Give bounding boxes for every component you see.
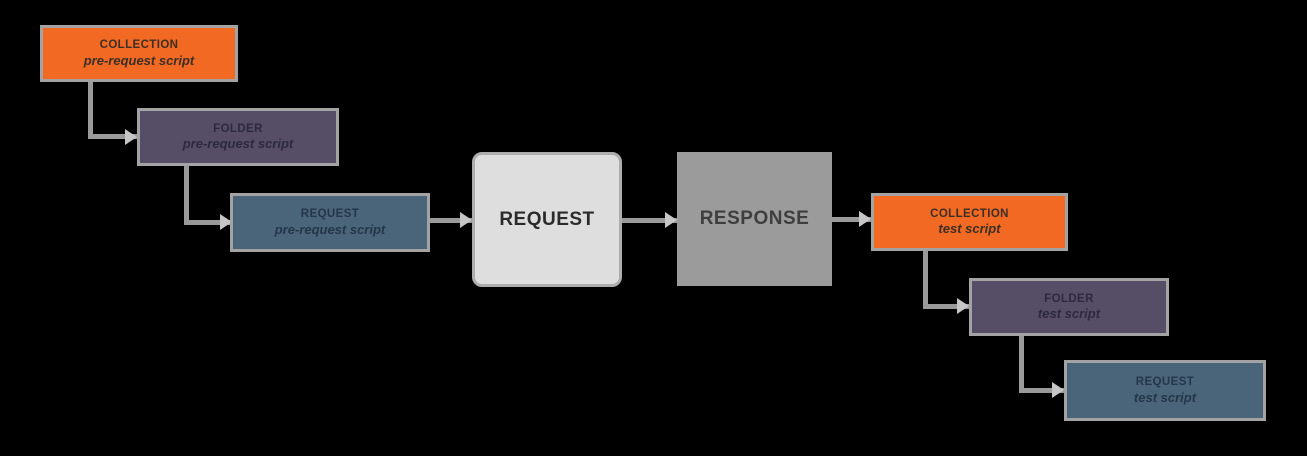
node-subtitle: pre-request script xyxy=(274,221,386,237)
node-subtitle: pre-request script xyxy=(83,52,195,68)
node-label: REQUEST xyxy=(499,208,595,230)
connector-collection-test-to-folder-test-horizontal xyxy=(923,304,969,309)
node-title: FOLDER xyxy=(213,122,263,135)
connector-folder-pre-to-request-pre-vertical xyxy=(184,166,189,225)
node-title: COLLECTION xyxy=(930,207,1009,220)
node-collection-pre-request-script: COLLECTION pre-request script xyxy=(40,25,238,82)
node-title: REQUEST xyxy=(300,208,360,221)
node-title: FOLDER xyxy=(1044,292,1094,305)
node-collection-test-script: COLLECTION test script xyxy=(871,193,1068,251)
connector-collection-pre-to-folder-pre-horizontal xyxy=(88,134,137,139)
node-title: COLLECTION xyxy=(99,39,179,52)
node-subtitle: pre-request script xyxy=(182,136,294,152)
connector-request-pre-to-request xyxy=(430,218,472,223)
node-response: RESPONSE xyxy=(677,152,832,286)
node-folder-pre-request-script: FOLDER pre-request script xyxy=(137,108,339,166)
arrow-right-icon xyxy=(859,211,871,227)
connector-folder-pre-to-request-pre-horizontal xyxy=(184,220,232,225)
connector-collection-pre-to-folder-pre-vertical xyxy=(88,82,93,139)
connector-folder-test-to-request-test-horizontal xyxy=(1019,388,1064,393)
node-title: REQUEST xyxy=(1135,376,1195,389)
connector-request-to-response xyxy=(622,218,677,223)
arrow-right-icon xyxy=(460,212,472,228)
arrow-right-icon xyxy=(665,212,677,228)
connector-response-to-collection-test xyxy=(832,217,871,222)
arrow-right-icon xyxy=(1052,382,1064,398)
node-subtitle: test script xyxy=(1133,389,1197,405)
connector-folder-test-to-request-test-vertical xyxy=(1019,336,1024,393)
node-subtitle: test script xyxy=(1037,306,1101,322)
arrow-right-icon xyxy=(125,129,137,145)
connector-collection-test-to-folder-test-vertical xyxy=(923,251,928,309)
node-label: RESPONSE xyxy=(699,208,810,229)
node-request-pre-request-script: REQUEST pre-request script xyxy=(230,193,430,252)
node-subtitle: test script xyxy=(938,221,1001,237)
arrow-right-icon xyxy=(220,214,232,230)
arrow-right-icon xyxy=(957,298,969,314)
node-request-test-script: REQUEST test script xyxy=(1064,360,1266,421)
node-folder-test-script: FOLDER test script xyxy=(969,278,1169,336)
node-request: REQUEST xyxy=(472,152,622,287)
